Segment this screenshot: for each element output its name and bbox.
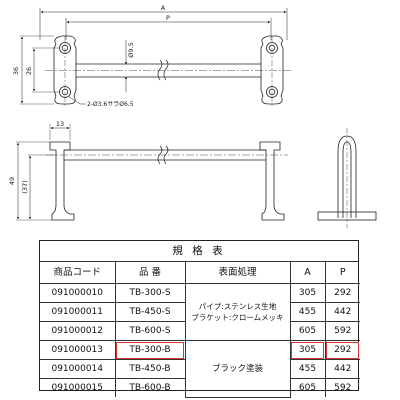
header-surface-finish: 表面処理 (184, 262, 291, 284)
cell-p: 442 (324, 302, 360, 322)
table-row: 091000014 TB-450-B 455 442 (40, 359, 360, 379)
cell-code: 091000013 (40, 340, 116, 360)
cell-a-highlighted: 305 (289, 340, 326, 360)
cell-model-highlighted: TB-300-B (114, 340, 186, 360)
cell-a: 455 (289, 359, 326, 379)
label-dimension-26: 26 (25, 67, 33, 75)
spec-table-title: 規 格 表 (40, 241, 358, 262)
table-row: 091000010 TB-300-S パイプ:ステンレス生地 ブラケット:クロー… (40, 283, 360, 341)
right-leg-side (259, 141, 285, 221)
header-product-code: 商品コード (40, 262, 116, 284)
cell-finish-black: ブラック塗装 (184, 340, 291, 398)
cell-p: 592 (324, 321, 360, 341)
right-bracket-top (260, 35, 284, 105)
cell-finish-stainless: パイプ:ステンレス生地 ブラケット:クロームメッキ (184, 283, 291, 341)
cell-p: 442 (324, 359, 360, 379)
label-dimension-p: P (166, 14, 170, 22)
table-row: 091000013 TB-300-B ブラック塗装 305 292 (40, 340, 360, 398)
spec-grid: 商品コード 品 番 表面処理 A P 091000010 TB-300-S パイ… (40, 262, 360, 398)
table-row: 091000011 TB-450-S 455 442 (40, 302, 360, 322)
side-view (16, 124, 288, 221)
cell-code: 091000014 (40, 359, 116, 379)
label-dimension-37: (37) (21, 180, 29, 193)
cell-a: 305 (289, 283, 326, 303)
cell-p: 292 (324, 283, 360, 303)
header-model-number: 品 番 (114, 262, 186, 284)
cell-a: 455 (289, 302, 326, 322)
cell-model: TB-600-S (114, 321, 186, 341)
top-view (20, 8, 292, 106)
label-dimension-a: A (161, 4, 166, 12)
cell-p: 592 (324, 378, 360, 397)
cell-model: TB-600-B (114, 378, 186, 397)
label-hole-note: 2-Ø3.6サラØ6.5 (87, 101, 134, 108)
cell-code: 091000015 (40, 378, 116, 397)
cell-p-highlighted: 292 (324, 340, 360, 360)
table-row: 091000012 TB-600-S 605 592 (40, 321, 360, 341)
finish-bracket-text: ブラケット:クロームメッキ (191, 313, 284, 322)
cell-a: 605 (289, 321, 326, 341)
technical-drawing: A P 36 26 Ø9.5 2-Ø3.6サラØ6.5 13 49 (37) (8, 4, 377, 228)
left-bracket-top (53, 35, 77, 105)
finish-pipe-text: パイプ:ステンレス生地 (198, 302, 277, 311)
cell-model: TB-300-S (114, 283, 186, 303)
spec-header-row: 商品コード 品 番 表面処理 A P (40, 262, 360, 284)
label-dimension-36: 36 (12, 67, 20, 75)
label-dimension-13: 13 (56, 120, 64, 128)
cell-code: 091000012 (40, 321, 116, 341)
spec-table: 規 格 表 商品コード 品 番 表面処理 A P 091000010 TB-30… (39, 240, 360, 398)
cell-code: 091000010 (40, 283, 116, 303)
left-leg-side (49, 141, 75, 221)
cell-model: TB-450-B (114, 359, 186, 379)
cell-model: TB-450-S (114, 302, 186, 322)
end-view (317, 128, 377, 228)
label-pipe-diameter: Ø9.5 (127, 42, 135, 57)
cell-a: 605 (289, 378, 326, 397)
label-dimension-49: 49 (8, 177, 16, 185)
table-row: 091000015 TB-600-B 605 592 (40, 378, 360, 397)
cell-code: 091000011 (40, 302, 116, 322)
header-a: A (289, 262, 326, 284)
header-p: P (324, 262, 360, 284)
